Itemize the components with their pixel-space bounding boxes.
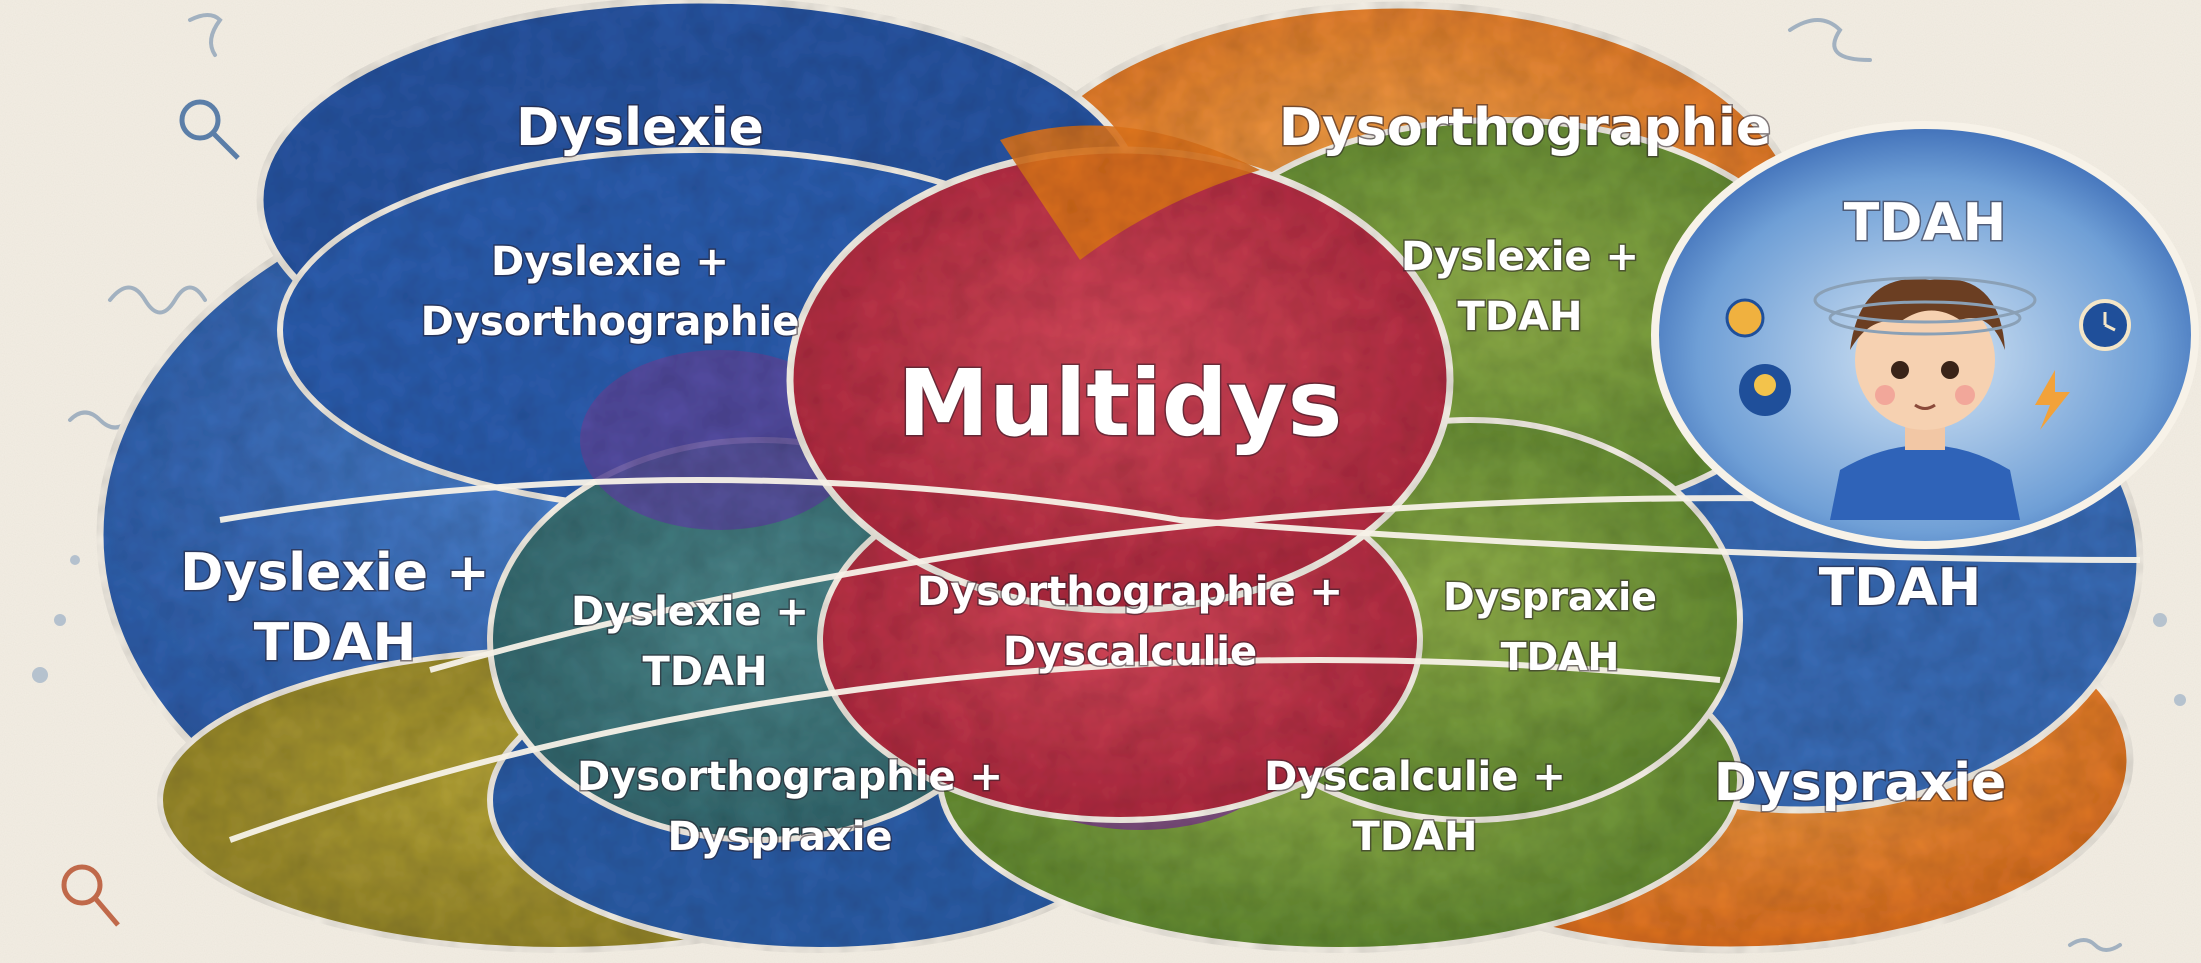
label-dyslexie-dysortho-1: Dyslexie + xyxy=(491,239,729,285)
label-dyslexie-tdah-inner-1: Dyslexie + xyxy=(571,589,809,635)
gear-icon xyxy=(1727,300,1763,336)
label-dyslexie-tdah-right-2: TDAH xyxy=(1458,294,1583,340)
label-dysortho-dyscalculie-2: Dyscalculie xyxy=(1003,629,1257,675)
label-tdah-right: TDAH xyxy=(1819,558,1981,618)
label-dyslexie-tdah-right-1: Dyslexie + xyxy=(1401,234,1639,280)
label-dysorthographie: Dysorthographie xyxy=(1279,98,1771,158)
label-dysortho-dyspraxie-1: Dysorthographie + xyxy=(577,754,1003,800)
label-dyslexie-tdah-left-2: TDAH xyxy=(254,613,416,673)
label-dyspraxie-tdah-2: TDAH xyxy=(1501,635,1620,679)
label-dyslexie-tdah-left-1: Dyslexie + xyxy=(180,543,489,603)
label-dyspraxie: Dyspraxie xyxy=(1714,753,2007,813)
clock-icon xyxy=(2081,301,2129,349)
lightbulb-icon xyxy=(1739,364,1791,416)
label-dyspraxie-tdah-1: Dyspraxie xyxy=(1443,575,1657,619)
label-multidys: Multidys xyxy=(898,350,1343,457)
label-dysortho-dyspraxie-2: Dyspraxie xyxy=(667,814,892,860)
label-dyscalculie-tdah-1: Dyscalculie + xyxy=(1264,754,1566,800)
label-dyslexie: Dyslexie xyxy=(516,98,764,158)
label-dysortho-dyscalculie-1: Dysorthographie + xyxy=(917,569,1343,615)
label-tdah-badge: TDAH xyxy=(1844,193,2006,253)
label-dyslexie-tdah-inner-2: TDAH xyxy=(643,649,768,695)
label-dyscalculie-tdah-2: TDAH xyxy=(1353,814,1478,860)
tdah-badge: TDAH xyxy=(1655,125,2195,545)
label-dyslexie-dysortho-2: Dysorthographie xyxy=(421,299,800,345)
